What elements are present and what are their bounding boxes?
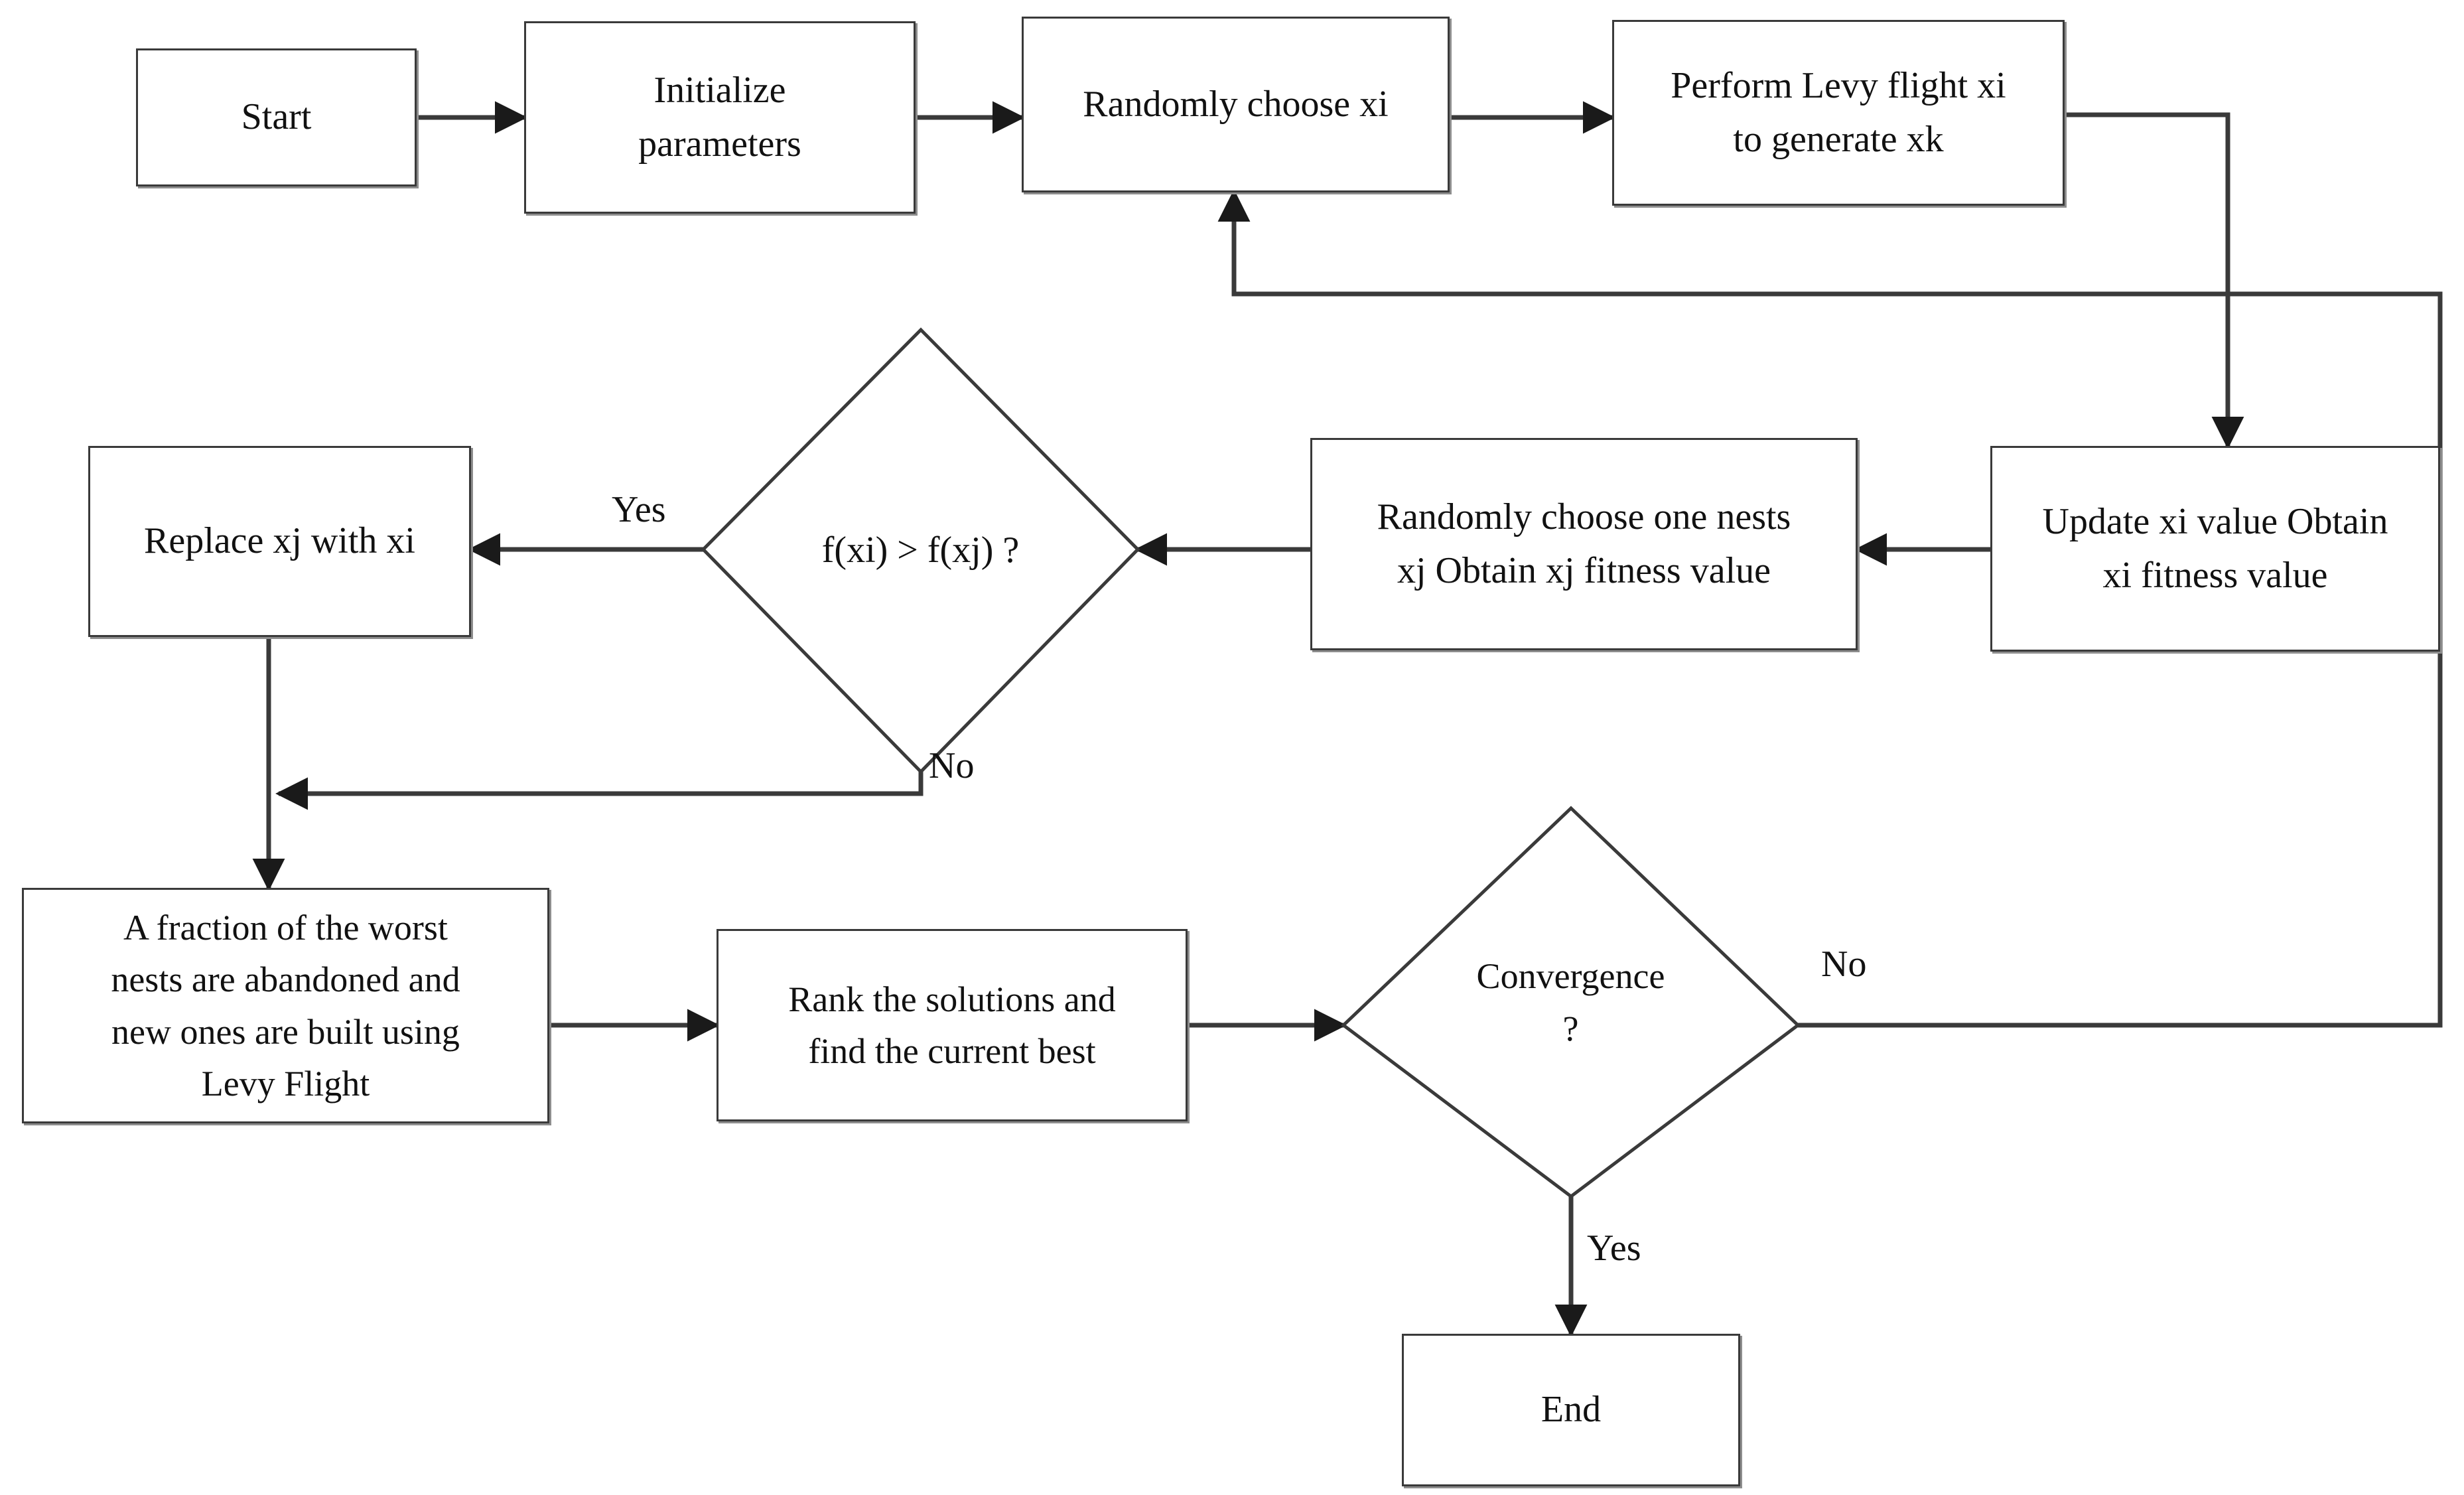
node-convergence[interactable]: Convergence ? <box>1343 808 1798 1196</box>
node-rank-solutions[interactable]: Rank the solutions and find the current … <box>717 929 1188 1121</box>
node-compare-fitness-label: f(xi) > f(xj) ? <box>821 530 1020 571</box>
node-perform-levy-flight-label: Perform Levy flight xi to generate xk <box>1671 64 2006 160</box>
node-update-xi-value[interactable]: Update xi value Obtain xi fitness value <box>1990 446 2440 652</box>
diamond-compare <box>701 327 1140 774</box>
node-randomly-choose-one-nests-label: Randomly choose one nests xj Obtain xj f… <box>1377 496 1791 591</box>
node-initialize-parameters[interactable]: Initialize parameters <box>524 21 916 214</box>
node-start[interactable]: Start <box>136 48 417 186</box>
node-abandon-worst-nests-label: A fraction of the worst nests are abando… <box>111 907 460 1103</box>
node-abandon-worst-nests[interactable]: A fraction of the worst nests are abando… <box>22 888 549 1123</box>
node-initialize-parameters-label: Initialize parameters <box>638 69 801 165</box>
node-randomly-choose-xi-label: Randomly choose xi <box>1083 83 1389 125</box>
edge-label-compare-yes: Yes <box>612 489 666 530</box>
edge-label-convergence-no: No <box>1821 944 1867 985</box>
node-convergence-label: Convergence ? <box>1476 956 1665 1048</box>
diamond-convergence <box>1341 806 1801 1199</box>
edge-label-compare-no: No <box>929 745 975 786</box>
node-replace-xj-with-xi[interactable]: Replace xj with xi <box>88 446 471 637</box>
node-compare-fitness[interactable]: f(xi) > f(xj) ? <box>703 330 1138 772</box>
node-end-label: End <box>1540 1389 1602 1431</box>
node-rank-solutions-label: Rank the solutions and find the current … <box>788 979 1116 1071</box>
node-start-label: Start <box>241 96 312 138</box>
node-randomly-choose-xi[interactable]: Randomly choose xi <box>1022 17 1450 192</box>
node-end[interactable]: End <box>1402 1334 1740 1486</box>
edge-label-convergence-yes: Yes <box>1587 1228 1641 1269</box>
node-perform-levy-flight[interactable]: Perform Levy flight xi to generate xk <box>1612 20 2065 206</box>
node-replace-xj-with-xi-label: Replace xj with xi <box>143 520 415 562</box>
node-update-xi-value-label: Update xi value Obtain xi fitness value <box>2042 500 2388 596</box>
node-randomly-choose-one-nests[interactable]: Randomly choose one nests xj Obtain xj f… <box>1310 438 1858 650</box>
